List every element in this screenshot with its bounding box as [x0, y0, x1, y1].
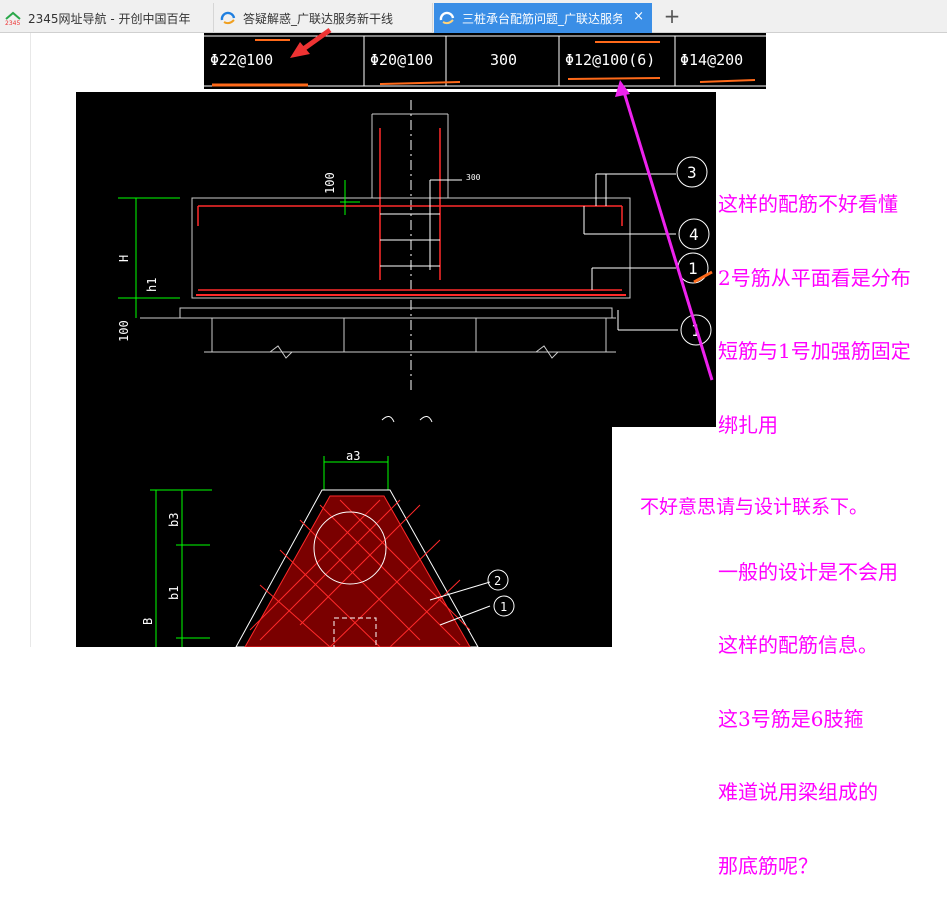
cad-screenshot-image: Φ22@100 Φ20@100 300 Φ12@100(6) Φ14@200	[76, 27, 766, 647]
rebar-cell: Φ14@200	[680, 51, 743, 69]
callout-label: 4	[689, 225, 699, 244]
rebar-cell: 300	[490, 51, 517, 69]
annotation-line: 难道说用梁组成的	[718, 780, 878, 804]
close-icon[interactable]: ×	[633, 9, 644, 24]
glodon-logo-icon	[438, 10, 456, 26]
tab-label: 三桩承台配筋问题_广联达服务	[462, 11, 622, 26]
annotation-line: 那底筋呢？	[718, 853, 818, 878]
annotation-line: 一般的设计是不会用	[718, 559, 898, 584]
annotation-line: 这3号筋是6肢箍	[718, 706, 864, 731]
dim-label-h1: h1	[145, 278, 159, 292]
2345-logo-text: 2345	[5, 20, 20, 26]
2345-logo-icon: 2345	[4, 10, 22, 26]
dim-label-b3: b3	[167, 513, 181, 527]
dim-label-300: 300	[466, 173, 481, 182]
dim-label-H: H	[117, 255, 131, 262]
glodon-logo-icon	[219, 10, 237, 26]
callout-label: 3	[687, 163, 697, 182]
dim-label-b1: b1	[167, 586, 181, 600]
dim-label-a3: a3	[346, 449, 360, 463]
annotation-line: 这样的配筋不好看懂	[718, 192, 898, 216]
annotation-note: 这样的配筋不好看懂 2号筋从平面看是分布 短筋与1号加强筋固定 绑扎用 一般的设…	[718, 143, 911, 903]
dim-label-B: B	[141, 618, 155, 625]
content-margin-line	[30, 33, 31, 647]
tab-label: 2345网址导航 - 开创中国百年	[28, 11, 191, 26]
annotation-line: 这样的配筋信息。	[718, 633, 878, 657]
rebar-cell: Φ20@100	[370, 51, 433, 69]
dim-label-100-top: 100	[323, 172, 337, 194]
rebar-cell: Φ12@100(6)	[565, 51, 655, 69]
rebar-cell: Φ22@100	[210, 51, 273, 69]
tab-glodon-qa[interactable]: 答疑解惑_广联达服务新干线	[215, 3, 433, 33]
callout-label: 1	[688, 259, 698, 278]
callout-label: 2	[494, 574, 501, 588]
reply-note: 不好意思请与设计联系下。	[640, 496, 869, 518]
pile-cap-section-drawing: H h1 100 100 300 3 4 1 1	[76, 92, 716, 647]
annotation-line: 2号筋从平面看是分布	[718, 265, 911, 290]
new-tab-button[interactable]: +	[663, 4, 681, 28]
tab-label: 答疑解惑_广联达服务新干线	[243, 11, 394, 26]
dim-label-100: 100	[117, 320, 131, 342]
annotation-line: 短筋与1号加强筋固定	[718, 339, 911, 363]
annotation-arrows	[290, 27, 714, 381]
annotation-line: 绑扎用	[718, 412, 778, 437]
callout-label: 1	[500, 600, 507, 614]
rebar-table: Φ22@100 Φ20@100 300 Φ12@100(6) Φ14@200	[204, 33, 766, 89]
tab-three-pile-cap[interactable]: 三桩承台配筋问题_广联达服务 ×	[434, 3, 652, 33]
browser-tab-bar: 2345 2345网址导航 - 开创中国百年 答疑解惑_广联达服务新干线 三桩承…	[0, 0, 947, 33]
tab-2345-nav[interactable]: 2345 2345网址导航 - 开创中国百年	[0, 3, 214, 33]
